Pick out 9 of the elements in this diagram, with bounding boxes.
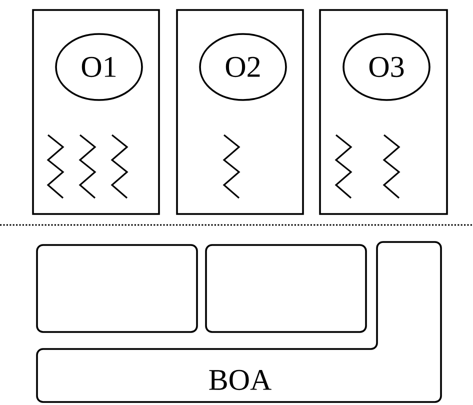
panel-box <box>176 9 304 215</box>
rounded-box <box>205 244 367 333</box>
panel-box <box>32 9 160 215</box>
oval-node: O2 <box>199 33 287 101</box>
oval-node: O1 <box>55 33 143 101</box>
panel-box <box>319 9 448 215</box>
oval-node: O3 <box>342 33 430 101</box>
rounded-box <box>36 244 198 333</box>
l-shaped-box: BOA <box>36 241 442 403</box>
